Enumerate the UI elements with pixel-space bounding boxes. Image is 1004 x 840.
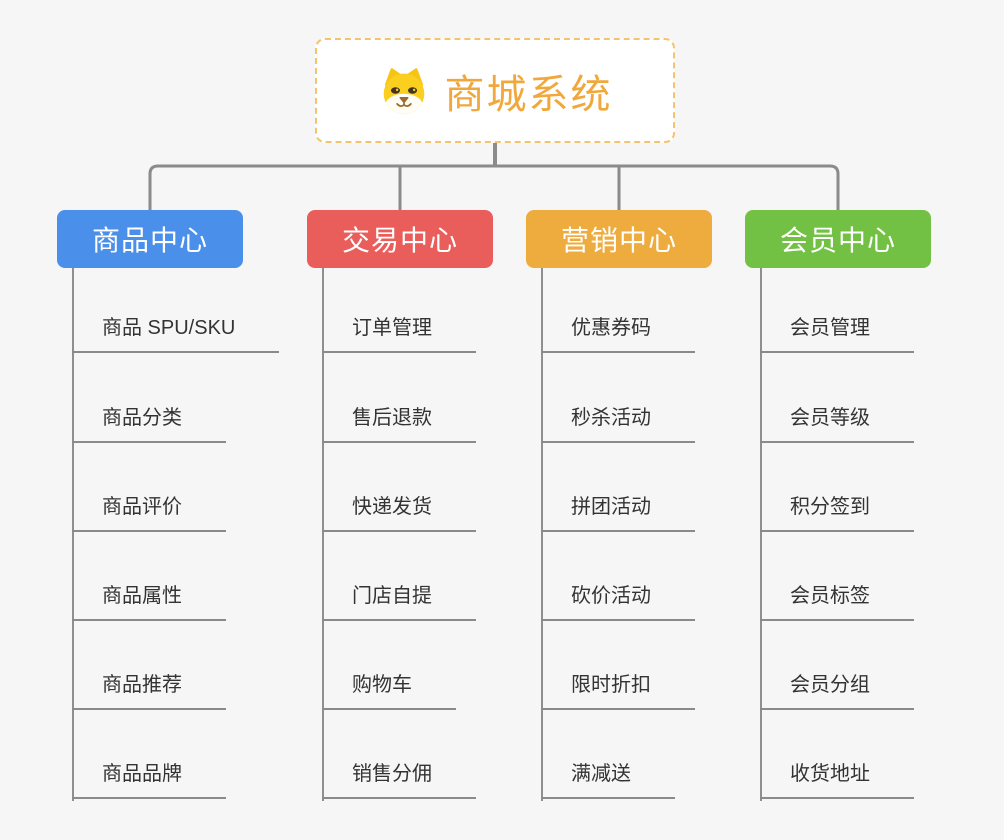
branch-column-1: 交易中心 订单管理售后退款快递发货门店自提购物车销售分佣 <box>307 210 537 810</box>
branch-item[interactable]: 会员分组 <box>760 670 914 710</box>
branch-item[interactable]: 收货地址 <box>760 759 914 799</box>
branch-header[interactable]: 营销中心 <box>526 210 712 268</box>
branch-item[interactable]: 秒杀活动 <box>541 403 695 443</box>
branch-item[interactable]: 快递发货 <box>322 492 476 532</box>
branch-header[interactable]: 商品中心 <box>57 210 243 268</box>
branch-item[interactable]: 限时折扣 <box>541 670 695 710</box>
branch-item[interactable]: 砍价活动 <box>541 581 695 621</box>
branch-item[interactable]: 销售分佣 <box>322 759 476 799</box>
branch-trunk-line <box>760 268 762 801</box>
root-title: 商城系统 <box>444 72 613 117</box>
branch-trunk-line <box>322 268 324 801</box>
branch-item[interactable]: 商品品牌 <box>72 759 226 799</box>
branch-label: 交易中心 <box>341 225 458 256</box>
branch-column-0: 商品中心 商品 SPU/SKU 商品分类商品评价商品属性商品推荐商品品牌 <box>57 210 287 810</box>
branch-item[interactable]: 优惠券码 <box>541 313 695 353</box>
branch-item[interactable]: 商品分类 <box>72 403 226 443</box>
branch-item[interactable]: 售后退款 <box>322 403 476 443</box>
branch-header[interactable]: 交易中心 <box>307 210 493 268</box>
branch-item[interactable]: 商品推荐 <box>72 670 226 710</box>
branch-item[interactable]: 会员管理 <box>760 313 914 353</box>
branch-trunk-line <box>541 268 543 801</box>
branch-item[interactable]: 会员标签 <box>760 581 914 621</box>
branch-item[interactable]: 商品属性 <box>72 581 226 621</box>
branch-item[interactable]: 会员等级 <box>760 403 914 443</box>
branch-item[interactable]: 门店自提 <box>322 581 476 621</box>
branch-item[interactable]: 积分签到 <box>760 492 914 532</box>
root-node[interactable]: 商城系统 <box>315 38 675 143</box>
branch-item[interactable]: 订单管理 <box>322 313 476 353</box>
branch-header[interactable]: 会员中心 <box>745 210 931 268</box>
branch-item[interactable]: 商品 SPU/SKU <box>72 313 280 353</box>
branch-item[interactable]: 满减送 <box>541 759 675 799</box>
branch-item[interactable]: 商品评价 <box>72 492 226 532</box>
branch-trunk-line <box>72 268 74 801</box>
branch-item[interactable]: 购物车 <box>322 670 456 710</box>
branch-label: 营销中心 <box>560 225 677 256</box>
branch-item[interactable]: 拼团活动 <box>541 492 695 532</box>
branch-label: 会员中心 <box>779 225 896 256</box>
dog-icon <box>378 66 430 115</box>
branch-column-3: 会员中心 会员管理会员等级积分签到会员标签会员分组收货地址 <box>745 210 975 810</box>
branch-column-2: 营销中心 优惠券码秒杀活动拼团活动砍价活动限时折扣满减送 <box>526 210 756 810</box>
branch-label: 商品中心 <box>91 225 208 256</box>
